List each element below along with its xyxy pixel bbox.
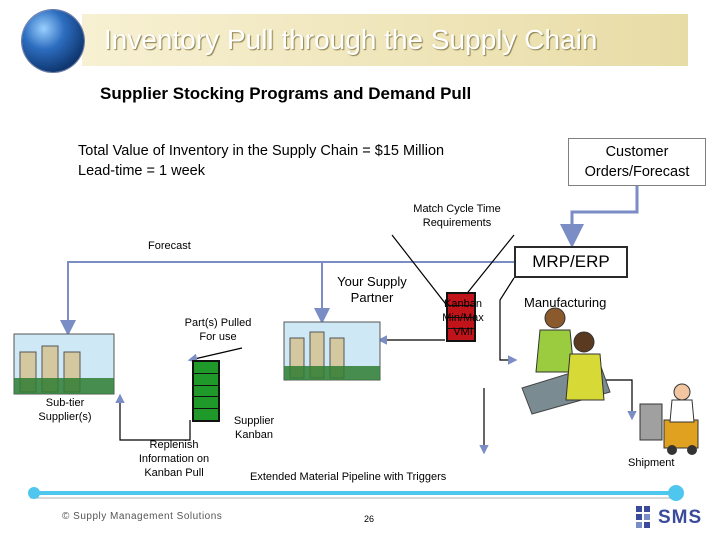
shipment-label: Shipment xyxy=(628,457,675,469)
vmi-kanban-bin xyxy=(446,292,476,342)
title-banner xyxy=(82,14,688,66)
lead-time-text: Lead-time = 1 week xyxy=(78,163,205,179)
inventory-value-text: Total Value of Inventory in the Supply C… xyxy=(78,143,445,159)
replenish-info-label: Replenish Information on Kanban Pull xyxy=(138,439,210,479)
customer-orders-box: Customer Orders/Forecast xyxy=(568,138,706,186)
slide-subtitle: Supplier Stocking Programs and Demand Pu… xyxy=(100,84,472,103)
sms-logo-text: SMS xyxy=(658,507,703,528)
customer-label: Customer xyxy=(605,144,669,160)
manufacturing-workers-icon xyxy=(521,307,611,415)
orders-forecast-label: Orders/Forecast xyxy=(584,164,690,180)
mrp-erp-box: MRP/ERP xyxy=(514,246,628,278)
sms-logo-icon xyxy=(636,506,650,528)
timeline-start-dot xyxy=(28,487,40,499)
manufacturing-to-shipment-arrow xyxy=(600,379,637,421)
globe-icon xyxy=(22,10,84,72)
copyright-footer: © Supply Management Solutions xyxy=(62,511,223,522)
customer-to-mrp-arrow xyxy=(560,186,639,248)
forklift-icon xyxy=(639,383,699,455)
pipeline-label: Extended Material Pipeline with Triggers xyxy=(250,471,447,483)
match-cycle-label: Match Cycle Time Requirements xyxy=(413,203,501,229)
kanban-vmi-label: Kanban Min/Max VMI xyxy=(442,298,484,338)
subtier-supplier-label: Sub-tier Supplier(s) xyxy=(38,397,92,423)
your-supply-partner-label: Your Supply Partner xyxy=(337,274,407,305)
parts-pulled-label: Part(s) Pulled For use xyxy=(184,317,252,343)
parts-pulled-arrow xyxy=(187,347,243,364)
page-number: 26 xyxy=(364,514,375,524)
forecast-line xyxy=(60,261,514,336)
supplier-kanban-bin xyxy=(192,360,220,422)
forecast-label: Forecast xyxy=(148,240,191,252)
replenish-arrow xyxy=(115,393,191,441)
mrp-to-manufacturing-arrow xyxy=(499,277,518,365)
partner-factory-icon xyxy=(283,321,381,381)
subtier-factory-icon xyxy=(13,333,115,395)
slide-title: Inventory Pull through the Supply Chain xyxy=(104,24,598,55)
supplier-kanban-label: Supplier Kanban xyxy=(233,415,275,441)
timeline-end-dot xyxy=(668,485,684,501)
manufacturing-label: Manufacturing xyxy=(524,295,607,310)
